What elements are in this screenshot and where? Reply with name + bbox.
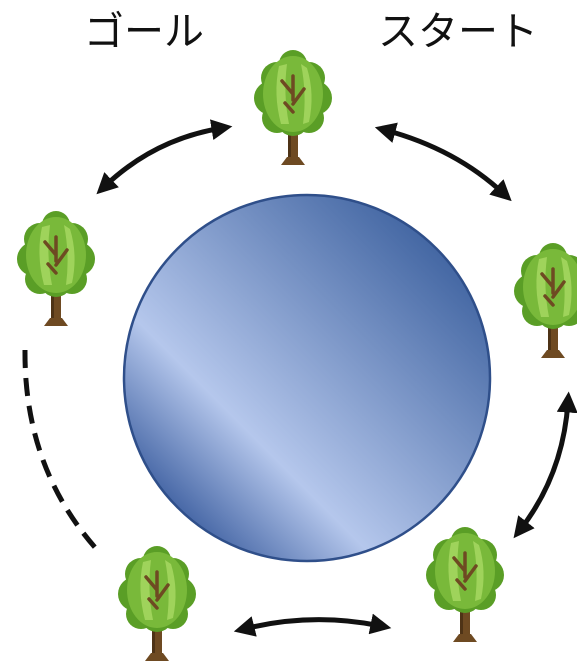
tree-icon	[17, 211, 95, 326]
pond	[124, 195, 490, 561]
arrow-top-left	[104, 128, 222, 187]
tree-icon	[254, 50, 332, 165]
arrow-right	[520, 402, 568, 530]
tree-icon	[118, 546, 196, 661]
arrow-bottom	[244, 620, 381, 629]
tree-icon	[514, 243, 577, 358]
arrow-top-right	[385, 130, 504, 194]
tree-icon	[426, 527, 504, 642]
dashed-path-left	[25, 350, 100, 553]
